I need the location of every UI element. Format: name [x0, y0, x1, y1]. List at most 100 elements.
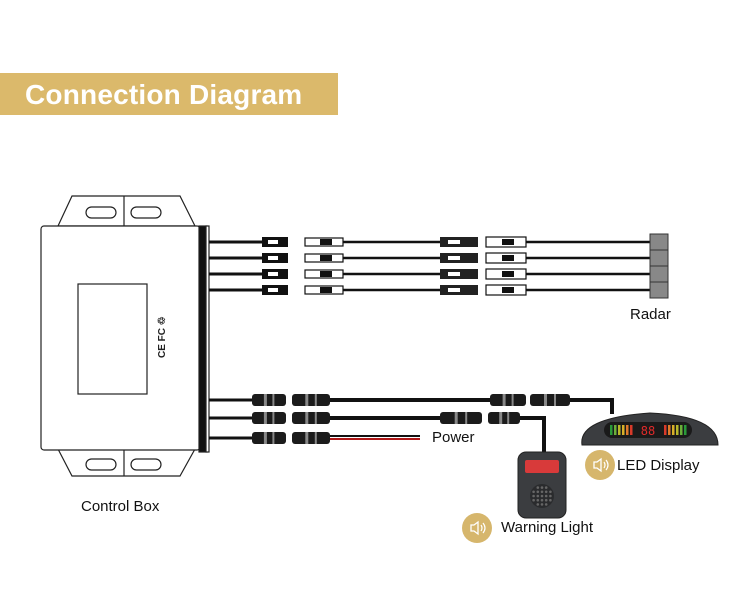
connector-core	[320, 271, 332, 277]
display-readout: 88	[641, 424, 655, 438]
radar-sensor	[649, 249, 669, 267]
led-bar	[626, 425, 629, 435]
speaker-hole	[549, 498, 552, 502]
harness-connector-band	[263, 394, 267, 406]
speaker-hole	[532, 490, 535, 494]
connector-slot	[448, 272, 460, 276]
harness-connector-band	[305, 412, 309, 424]
led-bar	[672, 425, 675, 435]
connector-slot	[448, 256, 460, 260]
led-bar	[618, 425, 621, 435]
speaker-icon	[585, 450, 615, 480]
display-connector-band	[544, 394, 547, 406]
harness-connector-band	[272, 394, 275, 406]
speaker-hole	[544, 486, 548, 489]
harness-connector-band	[314, 432, 317, 444]
led-bar	[680, 425, 683, 435]
harness-connector-band	[305, 432, 309, 444]
speaker-hole	[544, 503, 548, 506]
led-display-unit: 88	[581, 412, 719, 446]
speaker-hole	[544, 494, 548, 498]
display-wire	[570, 398, 614, 414]
harness-connector-band	[263, 432, 267, 444]
control-box: CE FC ♲	[40, 195, 210, 477]
display-connector-band	[554, 394, 556, 406]
warning-light-connector	[440, 412, 482, 424]
warning-light-label: Warning Light	[501, 519, 593, 536]
speaker-hole	[536, 494, 540, 498]
speaker-hole	[532, 494, 535, 498]
connector-slot	[268, 288, 278, 292]
connector-slot	[268, 240, 278, 244]
speaker-hole	[540, 486, 544, 489]
harness-connector-band	[305, 394, 309, 406]
speaker-hole	[544, 490, 548, 494]
speaker-hole	[536, 498, 540, 502]
connector-slot	[268, 256, 278, 260]
radar-sensor	[649, 281, 669, 299]
display-connector	[530, 394, 570, 406]
harness-connector	[252, 432, 286, 444]
page-title: Connection Diagram	[25, 79, 303, 110]
radar-sensor	[649, 265, 669, 283]
speaker-hole	[536, 486, 540, 489]
speaker-hole	[544, 498, 548, 502]
harness-connector-band	[272, 432, 275, 444]
speaker-hole	[540, 490, 544, 494]
speaker-hole	[549, 494, 552, 498]
certification-marks: CE FC ♲	[157, 316, 168, 358]
radar-label: Radar	[630, 306, 671, 323]
harness-connector	[252, 412, 286, 424]
led-bar	[622, 425, 625, 435]
display-connector-band	[502, 394, 506, 406]
mount-hole	[130, 206, 162, 219]
connector-core	[320, 239, 332, 245]
speaker-hole	[540, 498, 544, 502]
connector-slot	[448, 288, 460, 292]
led-bar	[668, 425, 671, 435]
warning-light-connector-band	[465, 412, 468, 424]
warning-light-connector-band	[499, 412, 503, 424]
harness-connector-band	[314, 412, 317, 424]
connector-core	[320, 255, 332, 261]
warning-light-connector-band	[454, 412, 458, 424]
radar-sensor	[649, 233, 669, 251]
harness-connector	[292, 412, 330, 424]
led-bar	[614, 425, 617, 435]
mount-hole	[85, 458, 117, 471]
label-panel	[77, 283, 148, 395]
connector-slot	[268, 272, 278, 276]
speaker-hole	[540, 494, 544, 498]
harness-connector	[292, 432, 330, 444]
connector-slot	[448, 240, 460, 244]
speaker-hole	[549, 490, 552, 494]
speaker-hole	[540, 503, 544, 506]
mount-hole	[85, 206, 117, 219]
title-banner: Connection Diagram	[0, 73, 338, 115]
harness-connector	[292, 394, 330, 406]
warning-light-unit	[517, 451, 567, 519]
display-connector	[490, 394, 526, 406]
warning-light-connector-band	[507, 412, 510, 424]
connector-core	[320, 287, 332, 293]
power-label: Power	[432, 429, 475, 446]
harness-connector-band	[263, 412, 267, 424]
bottom-mount-tab	[57, 448, 197, 477]
speaker-icon	[462, 513, 492, 543]
led-bar	[676, 425, 679, 435]
speaker-hole	[532, 498, 535, 502]
control-box-label: Control Box	[81, 498, 160, 515]
led-bar	[610, 425, 613, 435]
harness-connector	[252, 394, 286, 406]
warning-light-connector	[488, 412, 520, 424]
harness-connector-band	[314, 394, 317, 406]
connector-core	[502, 255, 514, 261]
warning-light-wire	[520, 416, 546, 453]
connector-core	[502, 287, 514, 293]
led-bar	[630, 425, 633, 435]
led-bar	[684, 425, 687, 435]
mount-hole	[130, 458, 162, 471]
harness-connector-band	[272, 412, 275, 424]
speaker-hole	[536, 503, 540, 506]
